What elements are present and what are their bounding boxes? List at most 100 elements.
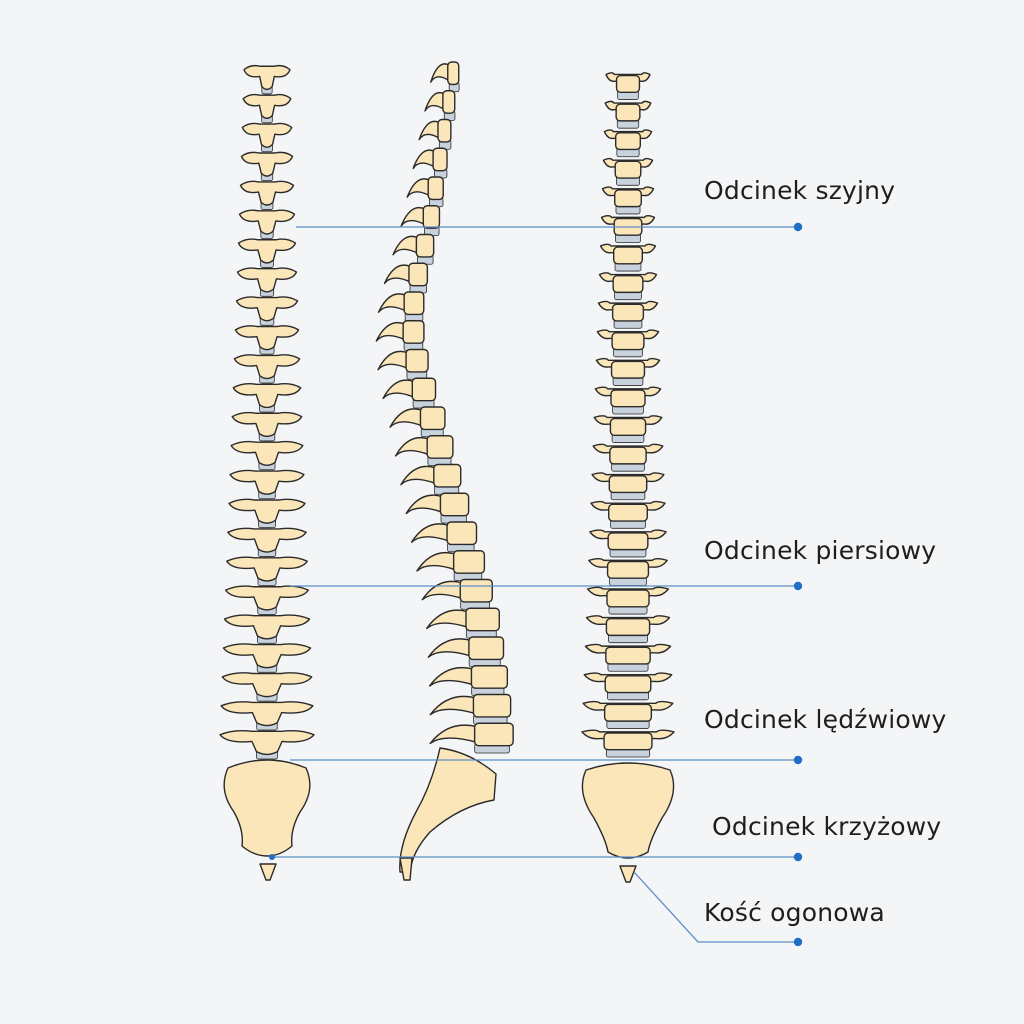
spinous-process <box>418 120 441 141</box>
vertebral-body <box>432 147 448 172</box>
vertebral-body <box>403 291 425 316</box>
label-coccyx: Kość ogonowa <box>704 898 885 927</box>
spine-lateral-view <box>375 61 514 881</box>
vertebral-body <box>603 732 653 751</box>
vertebral-body <box>608 475 648 494</box>
vertebra <box>236 267 298 293</box>
vertebral-body <box>452 550 486 574</box>
spinous-process <box>410 523 450 543</box>
vertebra <box>237 238 297 264</box>
vertebral-body <box>437 118 452 143</box>
vertebral-body <box>612 274 644 294</box>
vertebral-body <box>606 589 650 608</box>
vertebral-body <box>609 446 647 465</box>
coccyx <box>619 865 637 883</box>
vertebra <box>232 383 302 409</box>
vertebra <box>241 122 293 148</box>
vertebra <box>223 614 311 640</box>
vertebral-body <box>615 103 641 122</box>
vertebral-body <box>447 61 460 86</box>
vertebral-body <box>468 636 505 661</box>
vertebra <box>235 296 299 322</box>
vertebral-body <box>607 532 649 551</box>
vertebra <box>224 585 310 611</box>
spinous-process <box>426 609 469 630</box>
leader-coccyx <box>633 871 798 943</box>
vertebral-body <box>422 205 441 229</box>
spinous-process <box>394 436 430 457</box>
spinous-process <box>429 724 478 745</box>
coccyx <box>259 863 277 881</box>
vertebral-body <box>610 360 646 379</box>
spinous-process <box>429 695 477 716</box>
vertebra <box>234 325 300 351</box>
vertebral-body <box>611 303 645 322</box>
vertebral-body <box>446 521 478 546</box>
vertebra <box>231 411 303 438</box>
vertebral-body <box>415 233 435 258</box>
spinous-process <box>383 264 412 285</box>
sacrum <box>581 762 675 859</box>
vertebral-body <box>433 463 462 488</box>
label-thoracic-section: Odcinek piersiowy <box>704 536 937 565</box>
vertebra <box>238 209 296 235</box>
vertebral-body <box>611 332 645 351</box>
vertebral-body <box>411 377 437 402</box>
spinous-process <box>421 580 463 601</box>
spinous-process <box>392 235 420 256</box>
spinous-process <box>416 551 457 572</box>
vertebra <box>228 498 306 524</box>
vertebra <box>227 527 307 553</box>
spinous-process <box>405 494 444 515</box>
vertebral-body <box>442 90 456 114</box>
spinous-process <box>427 638 472 658</box>
vertebral-body <box>609 417 647 436</box>
vertebra <box>243 64 291 91</box>
vertebral-body <box>610 389 646 408</box>
leader-sacral-dot <box>793 852 803 862</box>
vertebral-body <box>473 722 514 747</box>
vertebral-body <box>608 503 648 522</box>
vertebra <box>233 354 301 380</box>
vertebral-body <box>427 176 444 201</box>
label-lumbar-section: Odcinek lędźwiowy <box>704 705 947 734</box>
vertebral-body <box>615 74 641 93</box>
vertebral-body <box>459 578 493 603</box>
spinous-process <box>377 293 407 313</box>
sacrum <box>399 747 497 873</box>
vertebral-body <box>465 607 500 632</box>
leader-lumbar-dot <box>793 755 803 765</box>
vertebral-body <box>402 320 425 344</box>
vertebral-body <box>408 262 429 287</box>
spine-anterior-view <box>581 72 675 883</box>
spinous-process <box>377 350 409 371</box>
leader-sacral-start-dot <box>269 854 275 860</box>
vertebra <box>222 643 312 669</box>
vertebra <box>221 672 313 698</box>
leader-cervical-dot <box>793 222 803 232</box>
label-cervical-section: Odcinek szyjny <box>704 176 896 205</box>
label-sacral-section: Odcinek krzyżowy <box>712 812 942 841</box>
leader-lines <box>269 222 803 947</box>
coccyx <box>399 857 413 881</box>
spinous-process <box>400 465 437 486</box>
vertebra <box>239 180 295 206</box>
spinous-process <box>375 321 406 342</box>
spinous-process <box>382 379 415 400</box>
vertebral-body <box>614 160 642 179</box>
vertebra <box>219 730 315 756</box>
spinous-process <box>430 63 451 83</box>
spinous-process <box>412 149 436 170</box>
vertebra <box>220 701 314 727</box>
spinous-process <box>424 91 446 112</box>
vertebral-body <box>614 189 642 208</box>
vertebral-body <box>604 675 652 694</box>
vertebra <box>240 151 294 177</box>
spinous-process <box>406 178 431 198</box>
leader-thoracic-dot <box>793 581 803 591</box>
sacrum <box>223 759 311 857</box>
vertebra <box>229 469 305 495</box>
spine-posterior-view <box>219 64 315 881</box>
vertebral-body <box>419 406 446 431</box>
